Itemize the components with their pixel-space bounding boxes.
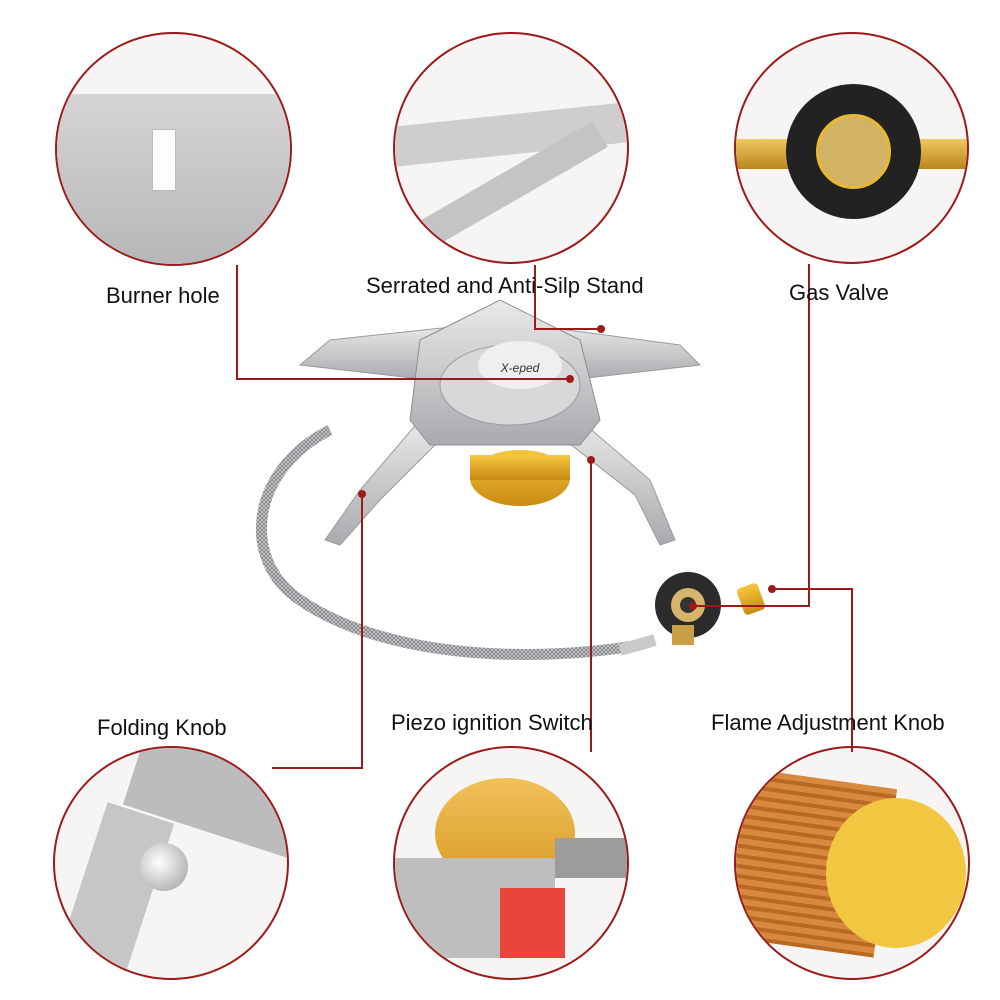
serrated-stand-detail xyxy=(393,32,629,264)
piezo-switch-detail xyxy=(393,746,629,980)
folding-knob-detail xyxy=(53,746,289,980)
burner-hole-label: Burner hole xyxy=(106,283,220,308)
gas-valve-label: Gas Valve xyxy=(789,280,889,305)
gas-valve-detail xyxy=(734,32,969,264)
piezo-switch-label: Piezo ignition Switch xyxy=(391,710,593,735)
flame-knob-detail xyxy=(734,746,970,980)
flame-knob-label: Flame Adjustment Knob xyxy=(711,710,945,735)
brand-mark: X-eped xyxy=(500,361,540,375)
serrated-stand-label: Serrated and Anti-Silp Stand xyxy=(366,273,644,298)
folding-knob-label: Folding Knob xyxy=(97,715,227,740)
gas-hose xyxy=(255,425,641,660)
burner-hole-detail xyxy=(55,32,292,266)
